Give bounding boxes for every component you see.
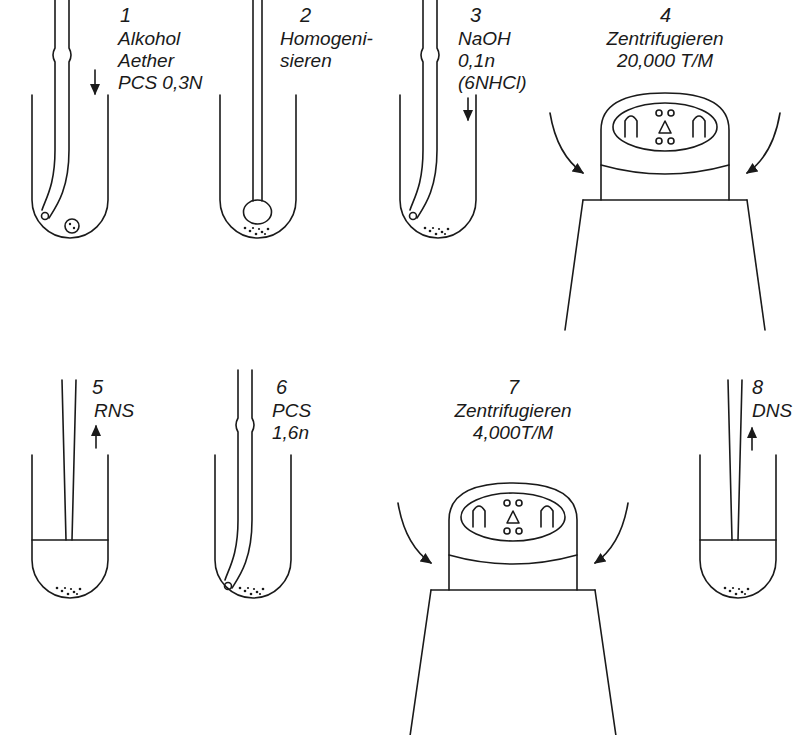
step-number: 4 [660, 4, 671, 26]
step-number: 3 [470, 4, 481, 26]
step-number: 7 [508, 376, 519, 398]
step-number: 6 [276, 376, 287, 398]
step-label: Zentrifugieren 20,000 T/M [595, 28, 735, 72]
fraction-label: RNS [94, 400, 134, 422]
step-label: Homogeni- sieren [280, 28, 380, 72]
step-label: NaOH 0,1n (6NHCl) [458, 28, 540, 94]
step-label: PCS 1,6n [272, 400, 334, 444]
fraction-label: DNS [752, 400, 792, 422]
step-number: 1 [120, 4, 131, 26]
step-label: Zentrifugieren 4,000T/M [443, 400, 583, 444]
step-number: 8 [752, 376, 763, 398]
step-number: 2 [300, 4, 311, 26]
step-number: 5 [92, 376, 103, 398]
step-label: Alkohol Aether PCS 0,3N [118, 28, 208, 94]
